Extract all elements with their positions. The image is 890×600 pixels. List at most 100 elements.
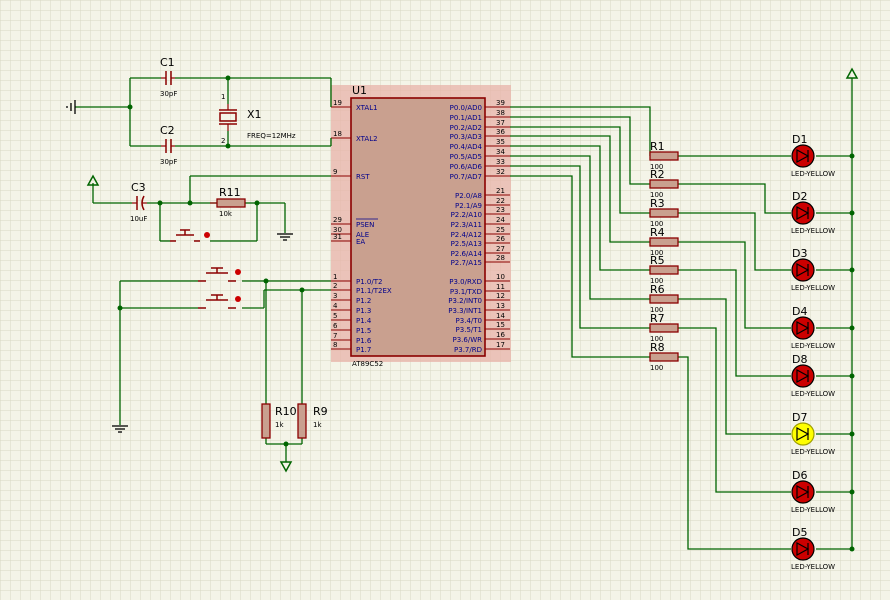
pin-label: P3.1/TXD [450,288,482,296]
capacitor-c3[interactable]: C3 10uF [130,181,147,223]
mcu-pin-5[interactable]: 5P1.4 [331,312,372,325]
mcu-pin-3[interactable]: 3P1.2 [331,292,371,305]
led-value: LED-YELLOW [791,284,835,292]
led-net-3 [510,126,791,271]
p1-1-button[interactable] [198,294,241,309]
power-terminal-reset [86,174,100,186]
p1-0-button[interactable] [198,267,241,282]
pin-number: 14 [496,312,505,320]
resistor-ref: R4 [650,226,665,239]
resistor-value: 100 [650,191,663,199]
mcu-u1[interactable]: U1 AT89C52 19XTAL118XTAL29RST29PSEN30ALE… [331,84,511,368]
led-value: LED-YELLOW [791,227,835,235]
p1-button-wiring [117,278,331,462]
capacitor-c1[interactable]: C1 30pF [160,56,177,98]
led-net-4 [510,135,791,329]
resistor-r9[interactable]: R9 1k [297,403,328,439]
pin-number: 19 [333,99,342,107]
pin-label: P2.0/A8 [455,192,482,200]
mcu-pin-7[interactable]: 7P1.6 [331,332,372,345]
pin-label: P2.3/A11 [451,221,482,229]
mcu-pin-6[interactable]: 6P1.5 [331,322,371,335]
pin-label: P0.7/AD7 [450,173,482,181]
pin-number: 28 [496,254,505,262]
resistor-ref: R7 [650,312,665,325]
reset-button[interactable] [170,229,210,242]
led-ref: D8 [792,353,807,366]
pin-label: P1.2 [356,297,371,305]
ground-symbol-left [66,100,130,114]
led-body [791,480,815,504]
crystal-x1[interactable]: X1 FREQ=12MHz 1 2 [219,93,296,145]
resistor-r11[interactable]: R11 10k [210,186,246,218]
diode-symbol [796,205,810,221]
pin-number: 9 [333,168,337,176]
mcu-pin-8[interactable]: 8P1.7 [331,341,371,354]
mcu-pin-1[interactable]: 1P1.0/T2 [331,273,382,286]
pin-number: 1 [333,273,337,281]
capacitor-c2[interactable]: C2 30pF [160,124,177,166]
pin-label: P2.1/A9 [455,202,482,210]
pin-number: 32 [496,168,505,176]
c1-value: 30pF [160,90,177,98]
mcu-body[interactable] [350,97,486,357]
pin-number: 31 [333,233,342,241]
mcu-pin-4[interactable]: 4P1.3 [331,302,371,315]
pin-number: 30 [333,226,342,234]
resistor-ref: R6 [650,283,665,296]
led-ref: D5 [792,526,807,539]
mcu-pin-2[interactable]: 2P1.1/T2EX [331,282,392,295]
resistor-r10[interactable]: R10 1k [261,403,297,439]
pin-label: P0.4/AD4 [450,143,483,151]
pin-label: P0.1/AD1 [450,114,482,122]
pin-number: 29 [333,216,342,224]
